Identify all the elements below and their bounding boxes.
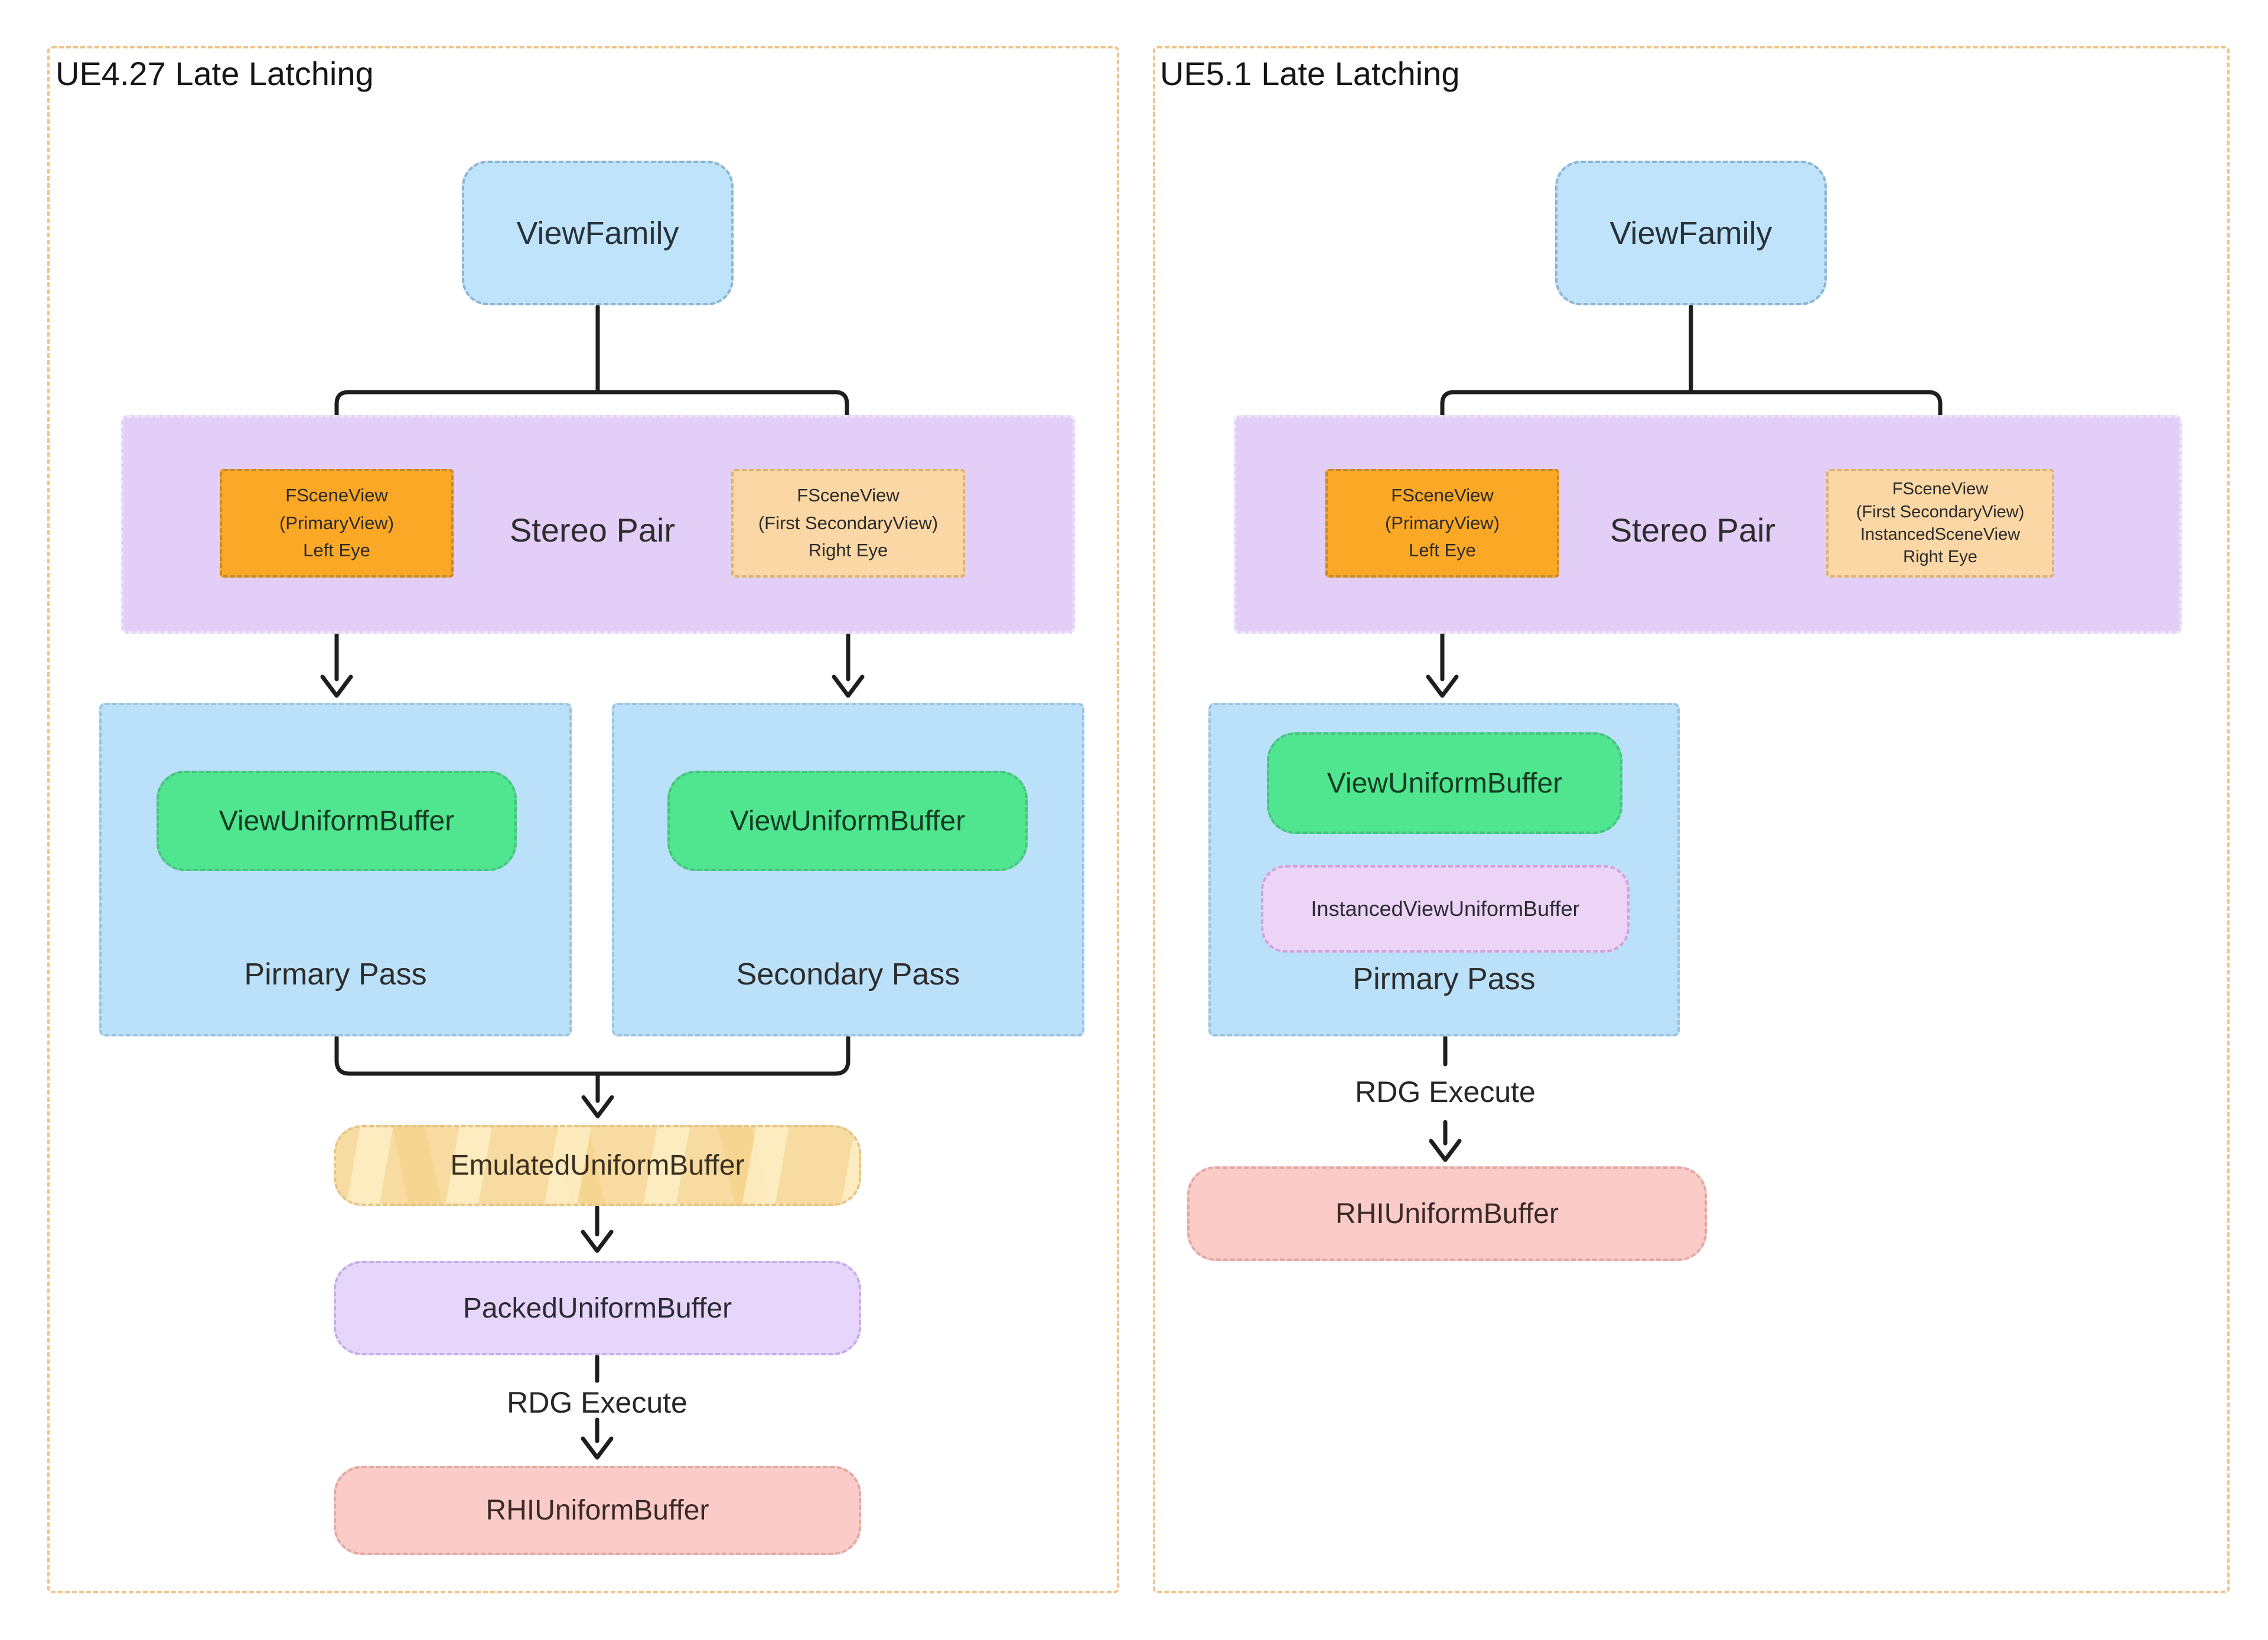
rhi-uniform-buffer-node-left: RHIUniformBuffer xyxy=(334,1466,861,1555)
view-uniform-buffer-node-secondary-left: ViewUniformBuffer xyxy=(667,771,1028,871)
panel-title-ue427: UE4.27 Late Latching xyxy=(56,55,374,92)
scene-view-line: FSceneView xyxy=(1391,485,1494,506)
scene-view-line: Right Eye xyxy=(808,540,888,561)
view-uniform-buffer-node-primary-left: ViewUniformBuffer xyxy=(157,771,517,871)
scene-view-secondary-node-left: FSceneView (First SecondaryView) Right E… xyxy=(731,469,965,578)
scene-view-line: Left Eye xyxy=(303,540,370,561)
rdg-execute-label-right: RDG Execute xyxy=(1355,1075,1536,1108)
primary-pass-label-right: Pirmary Pass xyxy=(1353,962,1536,996)
scene-view-line: FSceneView xyxy=(797,485,900,506)
view-uniform-buffer-node-right: ViewUniformBuffer xyxy=(1267,732,1622,834)
panel-title-ue51: UE5.1 Late Latching xyxy=(1160,55,1460,92)
stereo-pair-label-right: Stereo Pair xyxy=(1609,511,1776,549)
emulated-uniform-buffer-node: EmulatedUniformBuffer xyxy=(334,1125,861,1206)
scene-view-secondary-node-right: FSceneView (First SecondaryView) Instanc… xyxy=(1826,469,2054,578)
scene-view-line: FSceneView xyxy=(1892,480,1989,499)
instanced-view-uniform-buffer-node: InstancedViewUniformBuffer xyxy=(1261,865,1630,953)
rdg-execute-label-left: RDG Execute xyxy=(507,1386,687,1419)
scene-view-line: (First SecondaryView) xyxy=(758,512,939,533)
scene-view-primary-node-left: FSceneView (PrimaryView) Left Eye xyxy=(220,469,454,578)
view-family-node-left: ViewFamily xyxy=(462,161,734,305)
scene-view-line: Right Eye xyxy=(1903,547,1977,567)
packed-uniform-buffer-node: PackedUniformBuffer xyxy=(334,1261,861,1355)
scene-view-primary-node-right: FSceneView (PrimaryView) Left Eye xyxy=(1325,469,1559,578)
scene-view-line: (PrimaryView) xyxy=(279,512,395,533)
scene-view-line: Left Eye xyxy=(1409,540,1476,561)
secondary-pass-label-left: Secondary Pass xyxy=(736,957,960,992)
view-family-node-right: ViewFamily xyxy=(1555,161,1827,305)
scene-view-line: FSceneView xyxy=(285,485,388,506)
primary-pass-label-left: Pirmary Pass xyxy=(244,957,427,992)
scene-view-line: (PrimaryView) xyxy=(1384,512,1500,533)
rhi-uniform-buffer-node-right: RHIUniformBuffer xyxy=(1187,1166,1707,1261)
stereo-pair-label-left: Stereo Pair xyxy=(509,511,676,549)
scene-view-line: InstancedSceneView xyxy=(1860,525,2021,544)
scene-view-line: (First SecondaryView) xyxy=(1856,502,2025,521)
